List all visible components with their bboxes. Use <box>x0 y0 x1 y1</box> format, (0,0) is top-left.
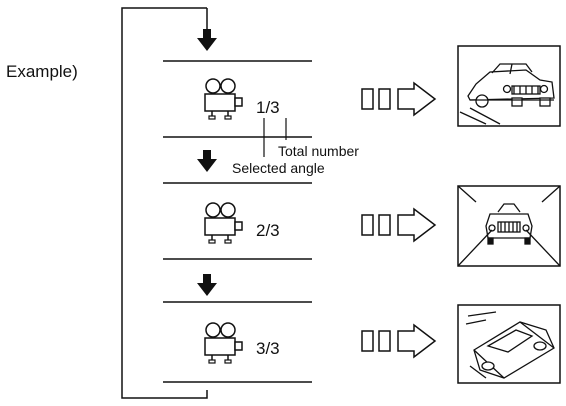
selected-angle-label: Selected angle <box>232 160 325 176</box>
car-view-1-image <box>458 46 560 126</box>
hollow-right-arrow-icon <box>362 83 435 115</box>
angle-fraction-2: 2/3 <box>256 221 280 241</box>
camera-angle-icon <box>205 323 242 363</box>
hollow-right-arrow-icon <box>362 209 435 241</box>
camera-angle-icon <box>205 203 242 243</box>
cycle-loop-line <box>122 8 207 398</box>
hollow-right-arrow-icon <box>362 325 435 357</box>
car-view-3-image <box>458 305 560 383</box>
angle-fraction-3: 3/3 <box>256 339 280 359</box>
angle-fraction-1: 1/3 <box>256 98 280 118</box>
car-view-2-image <box>458 186 560 266</box>
example-label: Example) <box>6 62 78 82</box>
down-arrow-icon <box>197 29 217 51</box>
down-arrow-icon <box>197 150 217 172</box>
camera-angle-icon <box>205 79 242 119</box>
total-number-label: Total number <box>278 143 359 159</box>
down-arrow-icon <box>197 274 217 296</box>
